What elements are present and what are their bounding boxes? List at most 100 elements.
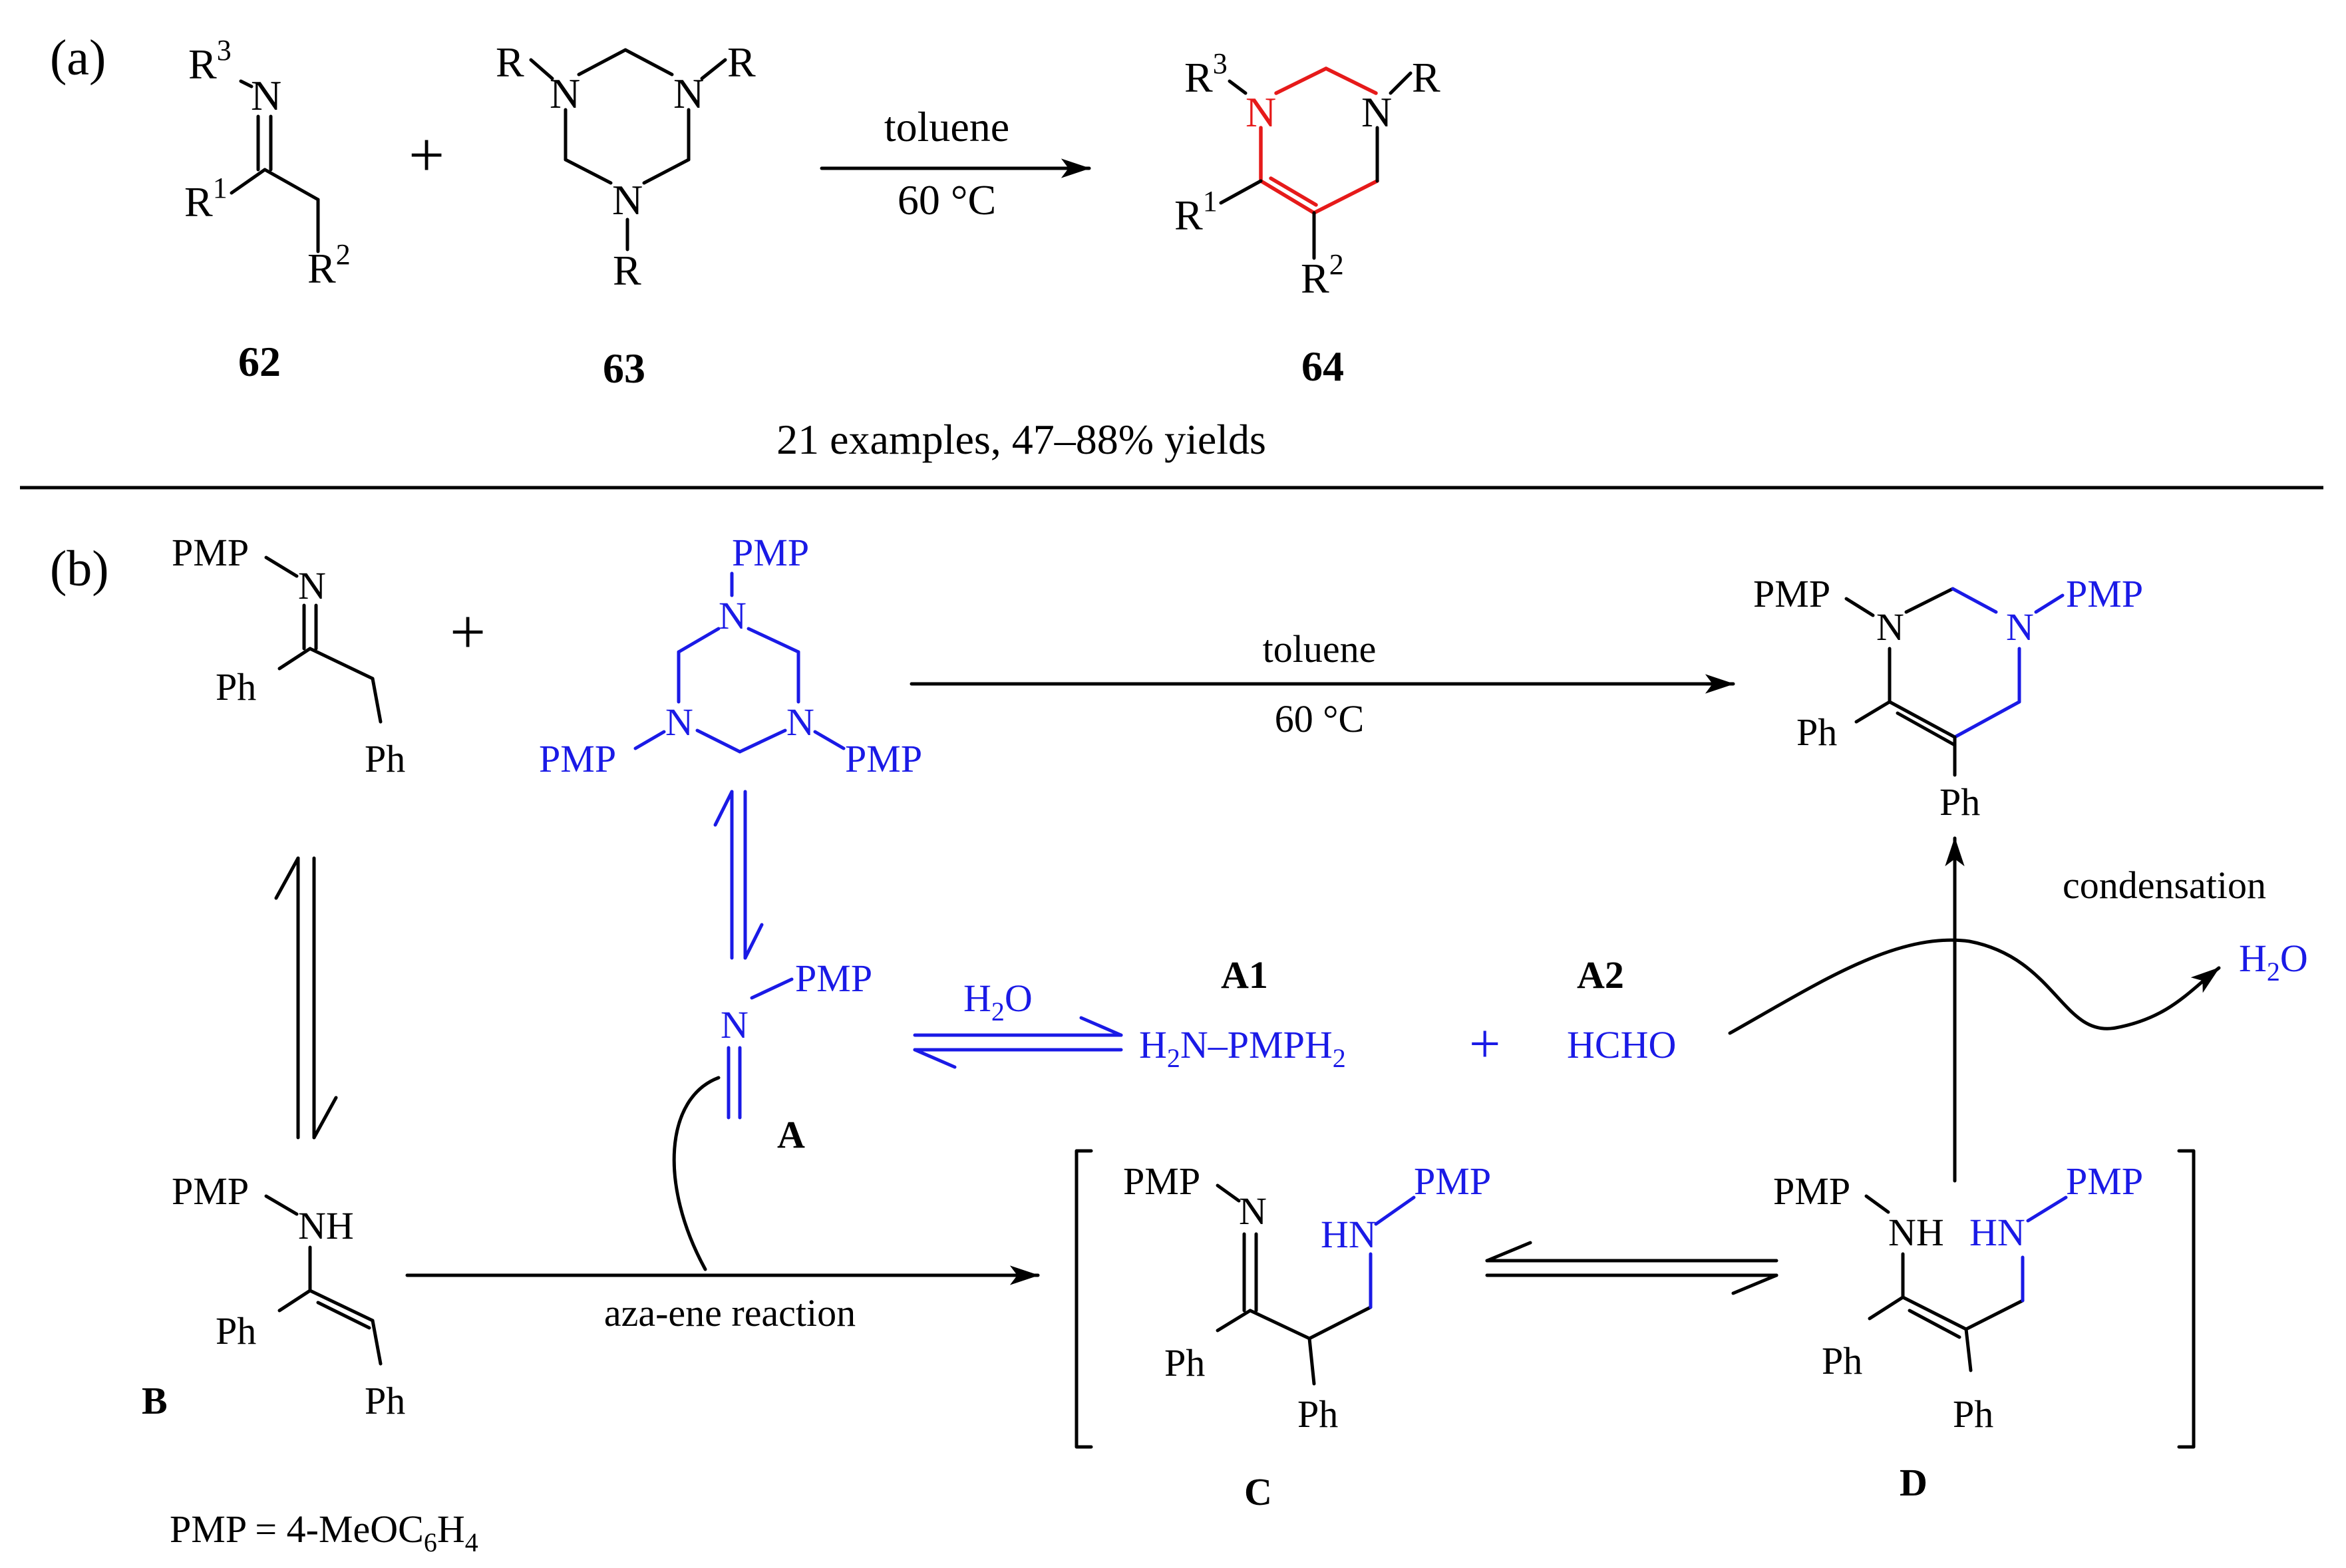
triazinane-n-right: N <box>673 70 704 117</box>
water-o: O <box>1005 977 1033 1020</box>
b-hydrolysis-equilibrium: H2O <box>913 977 1123 1069</box>
b-top-solvent: toluene <box>1263 627 1377 671</box>
product-n-left: N <box>1246 88 1276 136</box>
product-64: R3 N N R R1 R2 64 <box>1174 47 1440 390</box>
cd-equilibrium <box>1485 1241 1778 1295</box>
formaldehyde: HCHO <box>1567 1023 1676 1066</box>
b-triazinane-n-left: N <box>665 701 693 744</box>
imine-n: N <box>251 72 281 119</box>
panel-b: (b) PMP N Ph Ph + PMP N N N <box>50 531 2308 1557</box>
svg-text:R2: R2 <box>307 238 351 292</box>
b-label: B <box>142 1379 168 1422</box>
c-pmp-right: PMP <box>1414 1160 1491 1203</box>
intermediate-d: PMP NH HN PMP Ph Ph D <box>1773 1160 2143 1504</box>
a2-label: A2 <box>1577 953 1624 997</box>
imine-r3-sup: 3 <box>217 34 232 67</box>
compound-number-64: 64 <box>1301 343 1344 390</box>
b-product-ph-bottom: Ph <box>1939 780 1980 824</box>
aza-ene-label: aza-ene reaction <box>604 1291 856 1334</box>
panel-a-scope: 21 examples, 47–88% yields <box>776 416 1266 463</box>
water-sub: 2 <box>991 997 1005 1026</box>
svg-text:R3: R3 <box>188 34 232 88</box>
product-r3: R <box>1184 54 1213 101</box>
b-imine-pmp: PMP <box>172 531 249 574</box>
triazinane-n-bottom: N <box>612 176 643 224</box>
d-nh: NH <box>1888 1211 1944 1254</box>
svg-text:H2O: H2O <box>963 977 1033 1026</box>
amine-pmp: PMPH <box>1228 1023 1333 1066</box>
b-plus-a1-a2: + <box>1469 1013 1500 1075</box>
c-ph-bottom: Ph <box>1297 1392 1338 1436</box>
b-triazinane-n-right: N <box>786 701 814 744</box>
imine-r1-sup: 1 <box>213 172 228 204</box>
svg-text:R3: R3 <box>1184 47 1228 101</box>
triazinane-r-bottom: R <box>613 247 641 294</box>
product-r3-sup: 3 <box>1213 47 1228 80</box>
intermediate-b: PMP NH Ph Ph B <box>142 1170 405 1422</box>
a-pmp: PMP <box>795 957 872 1000</box>
amine-bond: – <box>1208 1023 1228 1066</box>
b-enamine-ph-left: Ph <box>216 1309 256 1352</box>
imine-r1: R <box>184 178 213 226</box>
panel-a: (a) R3 N R1 R2 62 + R <box>50 30 1440 463</box>
b-triazinane-equilibrium <box>713 790 764 960</box>
pmp-definition: PMP = 4-MeOC6H4 <box>170 1507 478 1557</box>
b-top-temperature: 60 °C <box>1275 697 1364 740</box>
b-triazinane-pmp-left: PMP <box>539 737 616 780</box>
c-hn: HN <box>1321 1213 1377 1256</box>
b-enamine-ph-right: Ph <box>365 1379 405 1422</box>
triazinane-r-right: R <box>727 39 756 86</box>
b-imine-n: N <box>298 564 326 607</box>
b-product-pmp-right: PMP <box>2066 572 2143 615</box>
product-r2-sup: 2 <box>1329 248 1344 281</box>
c-n: N <box>1239 1189 1267 1233</box>
svg-text:H2O: H2O <box>2239 937 2308 987</box>
b-imine-ph-right: Ph <box>365 737 405 780</box>
a-n: N <box>721 1003 749 1046</box>
amine-n: N <box>1180 1023 1208 1066</box>
panel-a-label: (a) <box>50 30 106 86</box>
water-out-o: O <box>2280 937 2308 980</box>
b-tautomer-equilibrium <box>274 856 338 1140</box>
condensation-arrow <box>1728 938 2221 1035</box>
panel-a-solvent: toluene <box>884 103 1009 150</box>
product-n-right: N <box>1361 88 1392 136</box>
svg-text:H2N–PMPH2: H2N–PMPH2 <box>1139 1023 1346 1073</box>
water-out-h: H <box>2239 937 2267 980</box>
d-pmp-right: PMP <box>2066 1160 2143 1203</box>
intermediate-c: PMP N HN PMP Ph Ph C <box>1123 1160 1491 1513</box>
water-h: H <box>963 977 991 1020</box>
product-r2: R <box>1301 255 1329 302</box>
b-product: PMP N N PMP Ph Ph <box>1753 572 2143 824</box>
panel-a-plus: + <box>409 119 444 190</box>
b-enamine-nh: NH <box>298 1204 354 1247</box>
condensation-label: condensation <box>2063 863 2266 907</box>
compound-number-63: 63 <box>603 345 645 392</box>
b-triazinane-pmp-top: PMP <box>732 531 809 574</box>
imine-r2: R <box>307 245 336 292</box>
pmp-def-sub2: 4 <box>465 1527 478 1557</box>
intermediate-a: PMP N A <box>721 957 872 1156</box>
d-label: D <box>1900 1461 1927 1504</box>
svg-text:R2: R2 <box>1301 248 1344 302</box>
svg-text:R1: R1 <box>184 172 228 226</box>
amine-sub2: 2 <box>1333 1043 1346 1073</box>
svg-text:R1: R1 <box>1174 185 1218 239</box>
aza-ene-curve <box>672 1076 721 1271</box>
reactant-triazinane-63: R N N R N R 63 <box>496 39 756 392</box>
amine-sub1: 2 <box>1167 1043 1180 1073</box>
water-out-sub: 2 <box>2267 957 2280 987</box>
pmp-def-h: H <box>437 1507 465 1551</box>
amine-h: H <box>1139 1023 1167 1066</box>
imine-r3: R <box>188 41 217 88</box>
triazinane-r-left: R <box>496 39 524 86</box>
a-label: A <box>777 1113 805 1156</box>
pmp-def-text: PMP = 4-MeOC <box>170 1507 424 1551</box>
compound-number-62: 62 <box>238 338 281 385</box>
b-triazinane-n-top: N <box>719 594 747 637</box>
c-ph-left: Ph <box>1164 1341 1205 1384</box>
b-product-pmp-left: PMP <box>1753 572 1830 615</box>
b-product-ph-left: Ph <box>1796 710 1837 754</box>
d-ph-bottom: Ph <box>1953 1392 1993 1436</box>
